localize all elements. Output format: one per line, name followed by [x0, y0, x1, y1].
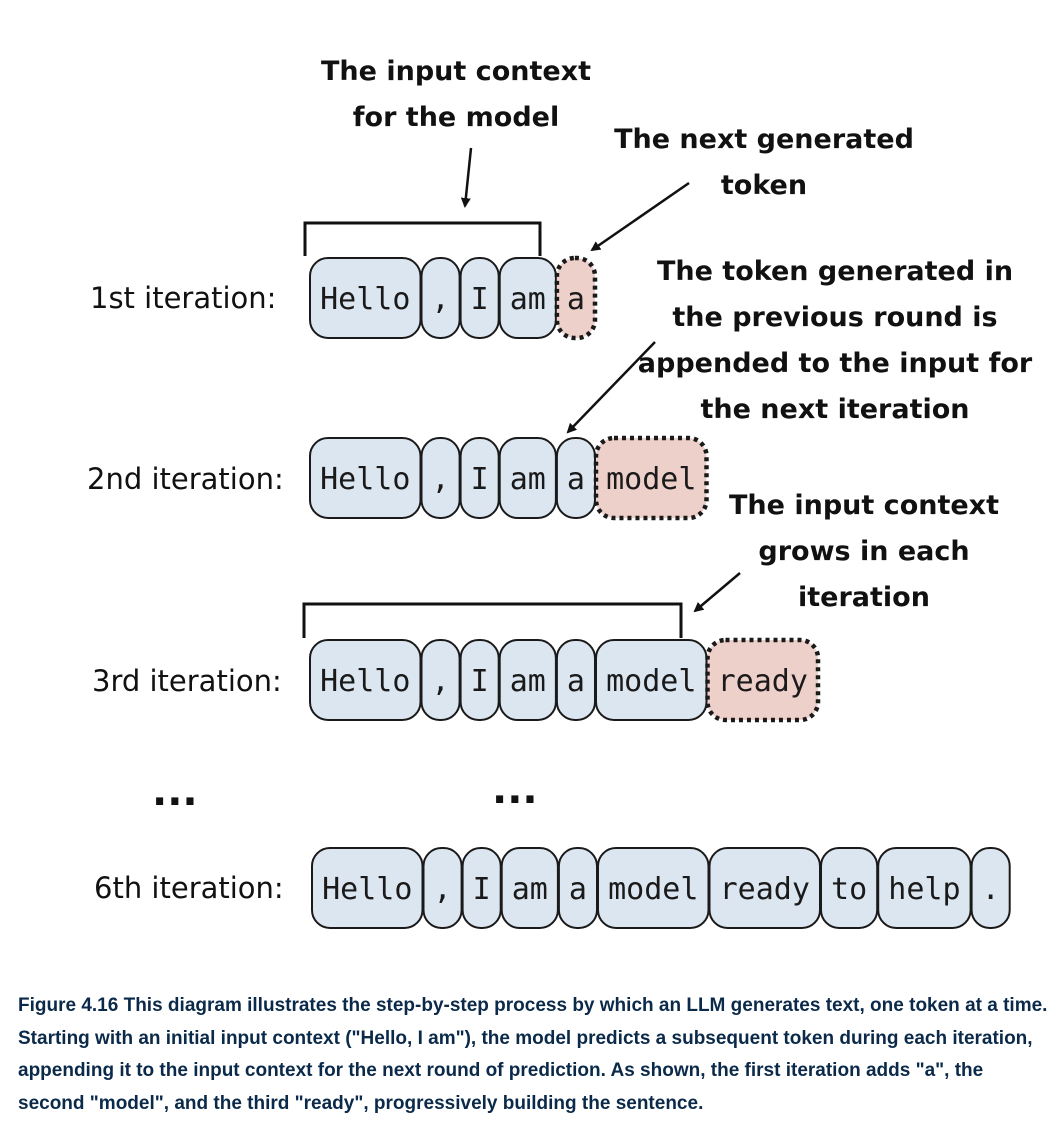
row-label-3: 3rd iteration: [92, 664, 282, 698]
token-text-punct: , [434, 872, 452, 907]
token-text-help: help [888, 872, 960, 907]
token-text-i: I [471, 664, 489, 699]
token-text-am: am [510, 462, 546, 497]
annotation-line: for the model [353, 102, 559, 133]
figure-caption: Figure 4.16 This diagram illustrates the… [18, 995, 1048, 1114]
token-text-hello: Hello [322, 872, 412, 907]
new-token-text-model: model [606, 462, 696, 497]
arrow-input-context [460, 147, 473, 208]
token-text-model: model [608, 872, 698, 907]
diagram-canvas: 1st iteration: 2nd iteration: 3rd iterat… [87, 56, 1033, 929]
token-text-am: am [510, 282, 546, 317]
token-chip-punct [970, 847, 1011, 929]
context-bracket-3 [302, 602, 683, 638]
annotation-line: The input context [321, 56, 591, 87]
arrow-appended [566, 341, 656, 434]
token-text-a: a [567, 664, 585, 699]
annotation-line: The input context [729, 490, 999, 521]
token-text-i: I [473, 872, 491, 907]
annotation-input-context: The input context for the model [321, 56, 591, 133]
token-text-a: a [567, 462, 585, 497]
token-text-to: to [831, 872, 867, 907]
token-text-punct: . [982, 872, 1000, 907]
annotation-line: iteration [798, 582, 930, 613]
token-text-ready: ready [720, 872, 810, 907]
annotation-line: The token generated in [657, 256, 1013, 287]
token-text-punct: , [432, 282, 450, 317]
token-text-hello: Hello [320, 664, 410, 699]
token-text-i: I [471, 282, 489, 317]
annotation-line: The next generated [614, 124, 914, 155]
arrow-grows [693, 572, 741, 613]
token-text-i: I [471, 462, 489, 497]
token-text-am: am [512, 872, 548, 907]
new-token-text-a: a [567, 282, 585, 317]
annotation-next-token: The next generated token [614, 124, 914, 201]
annotation-line: token [721, 170, 807, 201]
new-token-chip-ready [705, 637, 821, 723]
annotation-grows: The input context grows in each iteratio… [729, 490, 999, 613]
token-text-punct: , [432, 462, 450, 497]
row-label-1: 1st iteration: [90, 281, 276, 315]
annotation-line: grows in each [758, 536, 969, 567]
token-text-punct: , [432, 664, 450, 699]
token-text-a: a [569, 872, 587, 907]
arrow-next-token [590, 181, 690, 252]
token-text-model: model [606, 664, 696, 699]
token-text-hello: Hello [320, 462, 410, 497]
annotation-line: appended to the input for [638, 348, 1033, 379]
ellipsis-middle: ... [492, 767, 538, 813]
annotation-line: the next iteration [700, 394, 969, 425]
token-text-am: am [510, 664, 546, 699]
row-label-2: 2nd iteration: [87, 462, 284, 496]
token-text-hello: Hello [320, 282, 410, 317]
new-token-chip-a [554, 255, 598, 341]
row-label-6: 6th iteration: [94, 871, 284, 905]
ellipsis-left: ... [152, 769, 198, 815]
annotation-line: the previous round is [672, 302, 997, 333]
context-bracket-1 [303, 221, 542, 256]
new-token-text-ready: ready [718, 664, 808, 699]
annotation-appended: The token generated in the previous roun… [638, 256, 1033, 425]
new-token-chip-model [593, 435, 709, 521]
